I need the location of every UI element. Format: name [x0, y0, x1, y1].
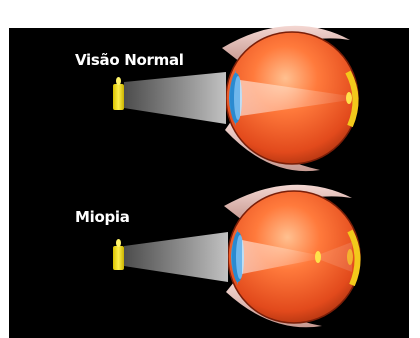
focus-spot-retina: [346, 92, 352, 104]
candle-top: [113, 77, 124, 110]
light-beam-bottom: [124, 232, 228, 282]
normal-eye-group: [222, 26, 358, 171]
myopia-eye-group: [224, 185, 360, 328]
candle-bottom: [113, 239, 124, 270]
label-normal-vision: Visão Normal: [75, 51, 184, 69]
label-myopia: Miopia: [75, 208, 130, 226]
light-beam-top: [124, 72, 226, 124]
focus-spot-myopia: [315, 251, 321, 263]
